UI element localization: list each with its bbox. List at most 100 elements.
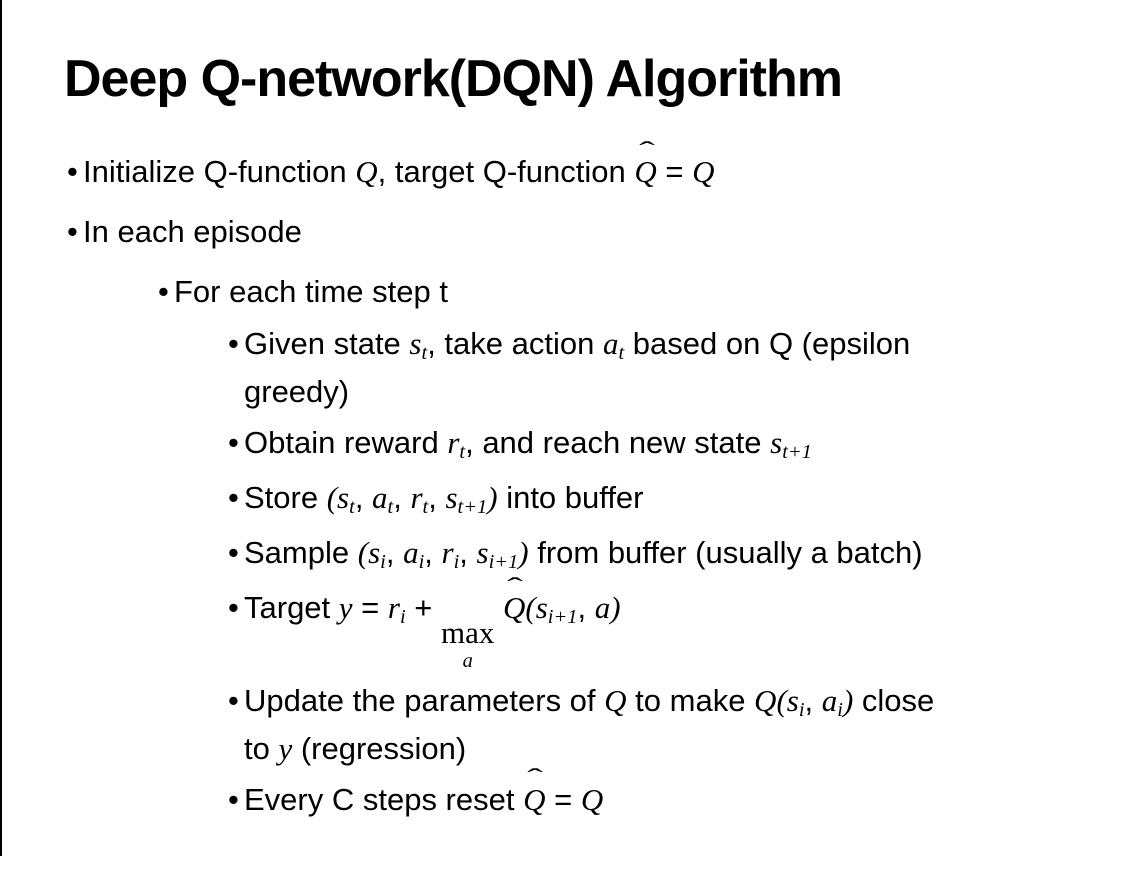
text-run: close xyxy=(853,682,935,718)
operator-name: max xyxy=(441,615,495,651)
text-run: Store xyxy=(244,480,327,515)
text-run: based on Q (epsilon xyxy=(624,326,911,361)
math-run: s xyxy=(786,682,799,718)
math-run: s xyxy=(409,326,422,361)
bullet-marker: • xyxy=(228,425,239,460)
bullet-list: •Initialize Q-function Q, target Q-funct… xyxy=(64,139,1096,822)
text-run: to xyxy=(244,730,279,766)
bullet-item: •Initialize Q-function Q, target Q-funct… xyxy=(67,139,1096,194)
math-run: r xyxy=(441,535,454,570)
bullet-item: •In each episode xyxy=(67,210,1096,254)
math-run: Q xyxy=(692,154,715,189)
bullet-item: •For each time step t xyxy=(158,270,1096,314)
subscript-run: i xyxy=(418,550,425,573)
text-run: (regression) xyxy=(292,730,467,766)
math-run: s xyxy=(337,480,350,515)
hat-mark: ˆ xyxy=(638,137,655,165)
math-run: ) xyxy=(610,590,621,625)
text-run: , target Q-function xyxy=(377,154,635,189)
subscript-run: t xyxy=(349,495,355,518)
math-run: ( xyxy=(326,480,338,515)
text-run: into buffer xyxy=(497,480,644,515)
math-run: ( xyxy=(525,590,536,625)
bullet-item: •Update the parameters of Q to make Q(si… xyxy=(228,679,1096,771)
text-run: = xyxy=(656,154,693,189)
bullet-marker: • xyxy=(228,781,239,817)
math-run: y xyxy=(278,730,293,766)
math-run: s xyxy=(445,480,458,515)
subscript-run: t+1 xyxy=(782,440,812,463)
bullet-text: Sample (si, ai, ri, si+1) from buffer (u… xyxy=(244,531,1096,579)
hat-base: Q xyxy=(523,781,546,817)
math-run: ) xyxy=(842,682,854,718)
text-run: , and reach new state xyxy=(465,425,771,460)
math-run: a xyxy=(602,326,619,361)
math-run: s xyxy=(535,590,548,625)
text-run: from buffer (usually a batch) xyxy=(528,535,923,570)
text-run: For each time step t xyxy=(174,274,448,309)
bullet-marker: • xyxy=(228,480,239,515)
subscript-run: t xyxy=(459,440,466,463)
text-run: to make xyxy=(626,682,755,718)
subscript-run: i xyxy=(798,698,805,721)
bullet-marker: • xyxy=(67,154,78,189)
subscript-run: t xyxy=(421,341,428,364)
bullet-text: Given state st, take action at based on … xyxy=(244,322,1096,414)
bullet-item: •Given state st, take action at based on… xyxy=(228,322,1096,414)
hat-mark: ˆ xyxy=(507,573,524,601)
bullet-marker: • xyxy=(228,326,239,361)
text-run: Every C steps reset xyxy=(244,781,524,817)
math-run: a xyxy=(403,535,419,570)
math-run: Q xyxy=(355,154,378,189)
math-run: Q xyxy=(754,682,777,718)
text-run: , xyxy=(354,480,373,515)
math-run: Q xyxy=(604,682,627,718)
math-run: s xyxy=(368,535,381,570)
bullet-item: •Store (st, at, rt, st+1) into buffer xyxy=(228,476,1096,524)
subscript-run: i xyxy=(399,605,406,628)
text-run: Sample xyxy=(244,535,358,570)
text-run: greedy) xyxy=(244,374,350,409)
slide-title: Deep Q-network(DQN) Algorithm xyxy=(64,50,843,108)
math-run: ) xyxy=(487,480,498,515)
math-run: r xyxy=(387,590,400,625)
math-run: s xyxy=(476,535,489,570)
text-run: Given state xyxy=(244,326,410,361)
text-run: , xyxy=(393,480,411,515)
math-run: y xyxy=(338,590,353,625)
subscript-run: i xyxy=(380,550,386,573)
text-run: Update the parameters of xyxy=(244,682,605,718)
text-run: Target xyxy=(244,590,339,625)
text-run: + xyxy=(405,590,441,625)
text-run: = xyxy=(352,590,388,625)
subscript-run: i+1 xyxy=(547,605,578,628)
math-run: ( xyxy=(776,682,787,718)
text-run xyxy=(494,590,503,625)
text-run: , xyxy=(428,480,446,515)
subscript-run: i xyxy=(453,550,460,573)
bullet-text: In each episode xyxy=(83,210,1096,254)
math-run: r xyxy=(447,425,460,460)
text-run: , xyxy=(459,535,477,570)
bullet-text: Initialize Q-function Q, target Q-functi… xyxy=(83,139,1096,194)
bullet-item: •Obtain reward rt, and reach new state s… xyxy=(228,421,1096,469)
bullet-item: •Sample (si, ai, ri, si+1) from buffer (… xyxy=(228,531,1096,579)
text-run: Initialize Q-function xyxy=(83,154,356,189)
math-run: a xyxy=(821,682,838,718)
bullet-text: For each time step t xyxy=(174,270,1096,314)
bullet-marker: • xyxy=(158,274,169,309)
subscript-run: t xyxy=(387,495,394,518)
text-run: Obtain reward xyxy=(244,425,448,460)
text-run: , xyxy=(385,535,404,570)
bullet-text: Update the parameters of Q to make Q(si,… xyxy=(244,679,1096,771)
bullet-marker: • xyxy=(67,214,78,249)
math-run: Q xyxy=(580,781,604,817)
operator-subscript: a xyxy=(462,650,473,673)
text-run: , xyxy=(804,682,822,718)
